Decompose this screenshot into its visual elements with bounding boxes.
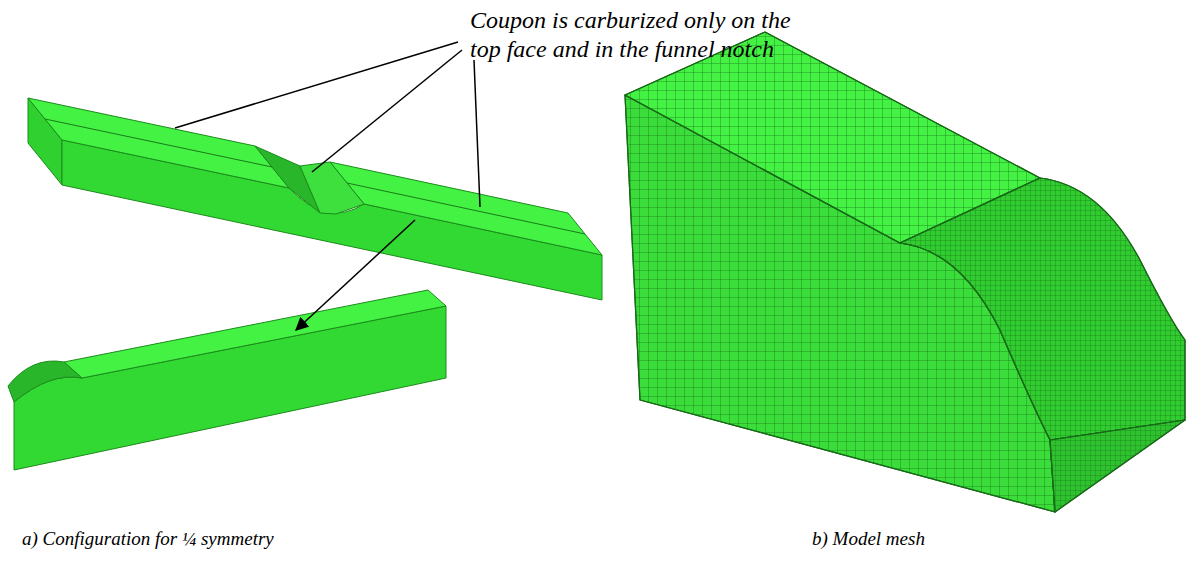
- mesh-grid: [900, 178, 1185, 440]
- notch-face: [300, 162, 364, 214]
- top-face: [28, 98, 289, 188]
- quarter-piece: [8, 290, 446, 470]
- mesh-grid: [1050, 420, 1185, 512]
- leader-lines: [175, 42, 480, 330]
- notch-face: [8, 361, 82, 402]
- full-coupon: [28, 98, 602, 300]
- leader-line: [312, 50, 462, 172]
- top-face: [64, 290, 446, 378]
- end-face: [1050, 420, 1185, 512]
- leader-line: [474, 60, 480, 207]
- subfigure-caption: b) Model mesh: [812, 528, 1172, 551]
- subfigure-caption: a) Configuration for ¼ symmetry: [22, 528, 542, 551]
- notch-face: [900, 178, 1185, 440]
- arrow: [296, 220, 415, 330]
- front-face: [62, 140, 602, 300]
- face-line: [45, 119, 272, 167]
- face-line: [347, 183, 585, 234]
- mesh-model: [625, 32, 1185, 512]
- callout-note: Coupon is carburized only on the top fac…: [470, 6, 900, 64]
- leader-line: [175, 42, 458, 128]
- top-face: [330, 162, 602, 255]
